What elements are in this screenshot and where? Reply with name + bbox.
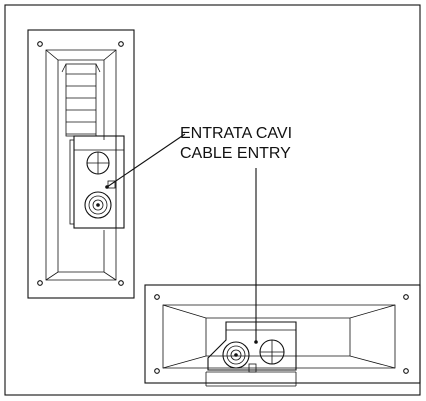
leader-lines — [106, 133, 257, 342]
cooling-fins — [61, 63, 101, 137]
coax-connector — [222, 341, 250, 369]
mounting-hole — [403, 368, 409, 374]
mounting-hole — [118, 280, 124, 286]
page-frame — [4, 4, 421, 396]
label-entrata-cavi: ENTRATA CAVI — [180, 125, 292, 142]
mounting-hole — [37, 41, 43, 47]
connector-housing-vertical — [69, 135, 125, 229]
mounting-hole — [154, 368, 160, 374]
horizontal-plate — [144, 284, 421, 384]
vertical-unit — [27, 29, 135, 299]
mounting-hole — [118, 41, 124, 47]
leader-line-vertical — [106, 133, 186, 188]
coax-connector — [84, 191, 112, 219]
mounting-hole — [154, 294, 160, 300]
connector-housing-horizontal — [205, 321, 297, 387]
mounting-hole — [37, 280, 43, 286]
mounting-hole — [403, 294, 409, 300]
vertical-plate — [27, 29, 135, 299]
label-cable-entry: CABLE ENTRY — [180, 145, 291, 162]
horizontal-unit — [144, 284, 421, 387]
